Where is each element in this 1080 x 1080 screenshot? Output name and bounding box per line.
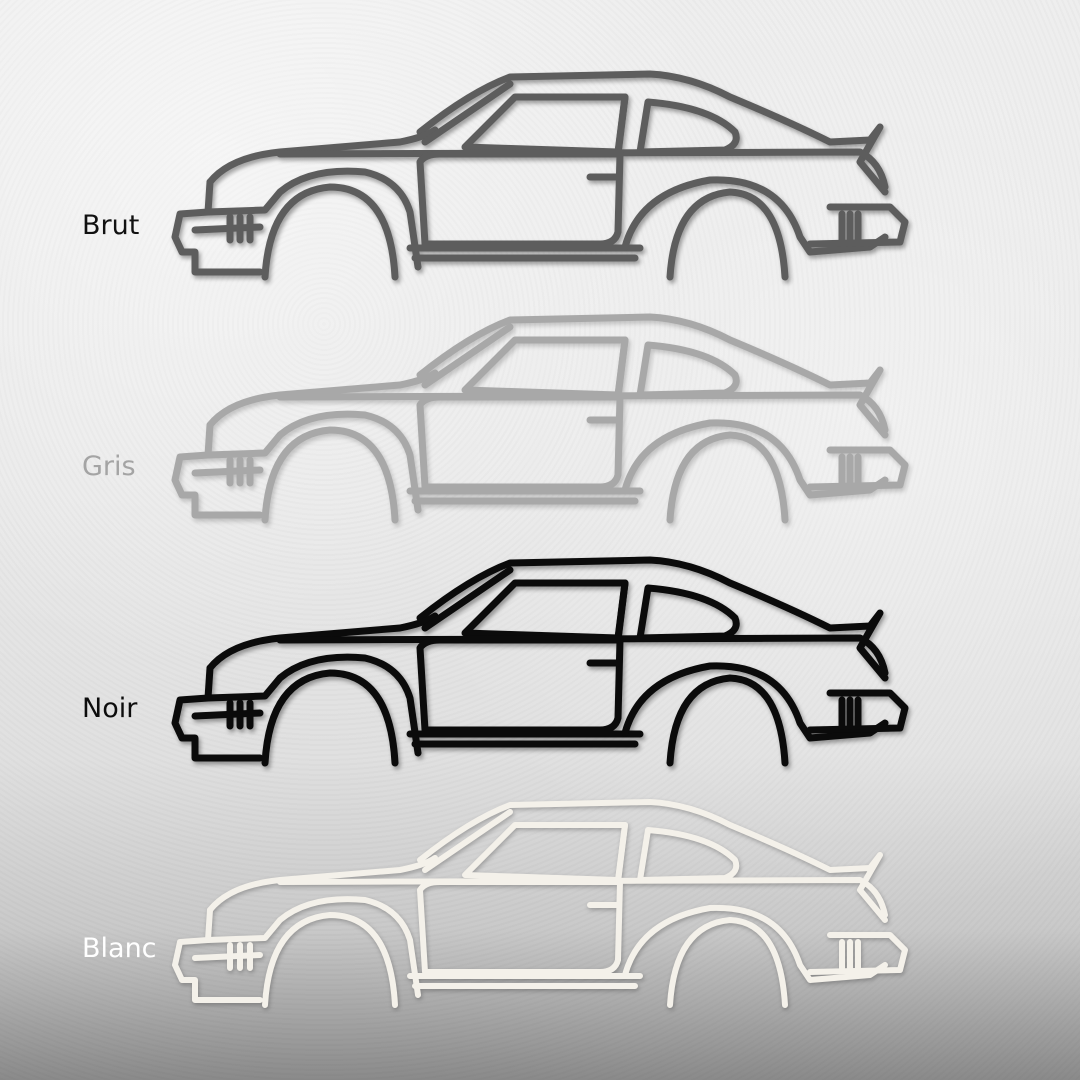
variant-row-noir: Noir [0, 548, 1080, 788]
variant-label: Blanc [82, 933, 157, 964]
variant-label: Noir [82, 693, 138, 724]
variant-row-brut: Brut [0, 62, 1080, 302]
variant-row-gris: Gris [0, 305, 1080, 545]
car-silhouette-blanc [170, 790, 915, 1025]
variant-label: Gris [82, 451, 136, 482]
car-silhouette-noir [170, 548, 915, 783]
car-silhouette-gris [170, 305, 915, 540]
variant-label: Brut [82, 210, 140, 241]
car-silhouette-brut [170, 62, 915, 297]
variant-row-blanc: Blanc [0, 790, 1080, 1030]
